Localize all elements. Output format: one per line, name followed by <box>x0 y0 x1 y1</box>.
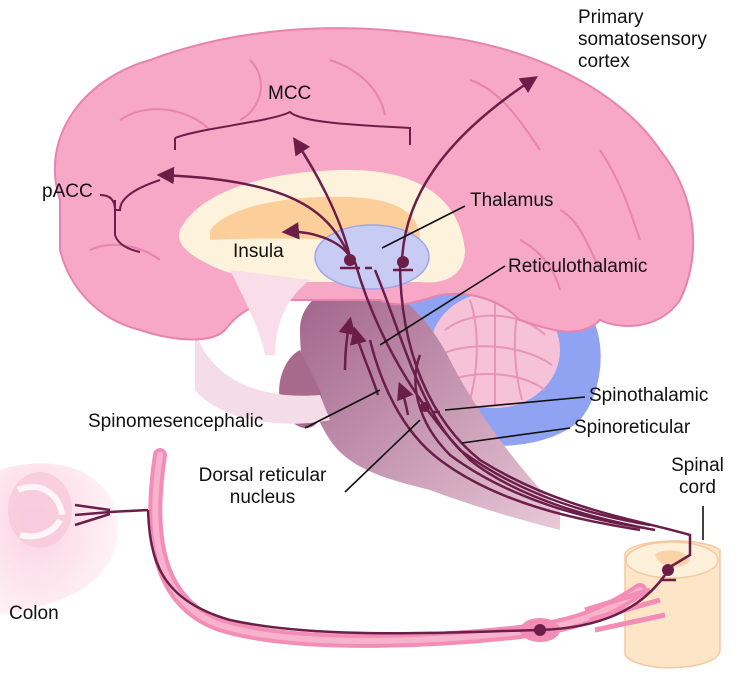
spinal-cord <box>624 540 721 669</box>
visceral-afferent-nerve <box>148 448 666 648</box>
label-line: nucleus <box>229 487 296 508</box>
label-line: Primary <box>578 7 644 28</box>
label-brackets <box>99 110 411 253</box>
label-line: somatosensory <box>578 29 707 50</box>
label-spinothalamic: Spinothalamic <box>589 385 709 406</box>
leader-lines <box>304 205 704 540</box>
label-line: Dorsal reticular <box>198 465 327 486</box>
label-primary-somatosensory-cortex: Primary somatosensory cortex <box>578 7 707 73</box>
synapse-marks <box>340 266 676 582</box>
label-dorsal-reticular-nucleus: Dorsal reticular nucleus <box>180 465 345 509</box>
label-mcc: MCC <box>268 83 312 104</box>
label-line: cortex <box>578 51 630 72</box>
label-line: Spinal <box>671 455 724 476</box>
label-reticulothalamic: Reticulothalamic <box>508 256 648 277</box>
cerebral-cortex <box>53 27 695 355</box>
neuron-bodies <box>344 254 674 636</box>
label-spinal-cord: Spinal cord <box>660 455 735 499</box>
colon-illustration <box>0 463 119 615</box>
label-insula: Insula <box>233 241 284 262</box>
temporal-lobe <box>195 330 330 424</box>
label-pacc: pACC <box>42 181 93 202</box>
label-thalamus: Thalamus <box>470 190 554 211</box>
label-spinoreticular: Spinoreticular <box>574 417 691 438</box>
thalamus <box>314 224 430 290</box>
label-line: cord <box>679 477 716 498</box>
pain-pathways <box>74 76 692 635</box>
label-colon: Colon <box>9 603 59 624</box>
label-spinomesencephalic: Spinomesencephalic <box>88 411 264 432</box>
